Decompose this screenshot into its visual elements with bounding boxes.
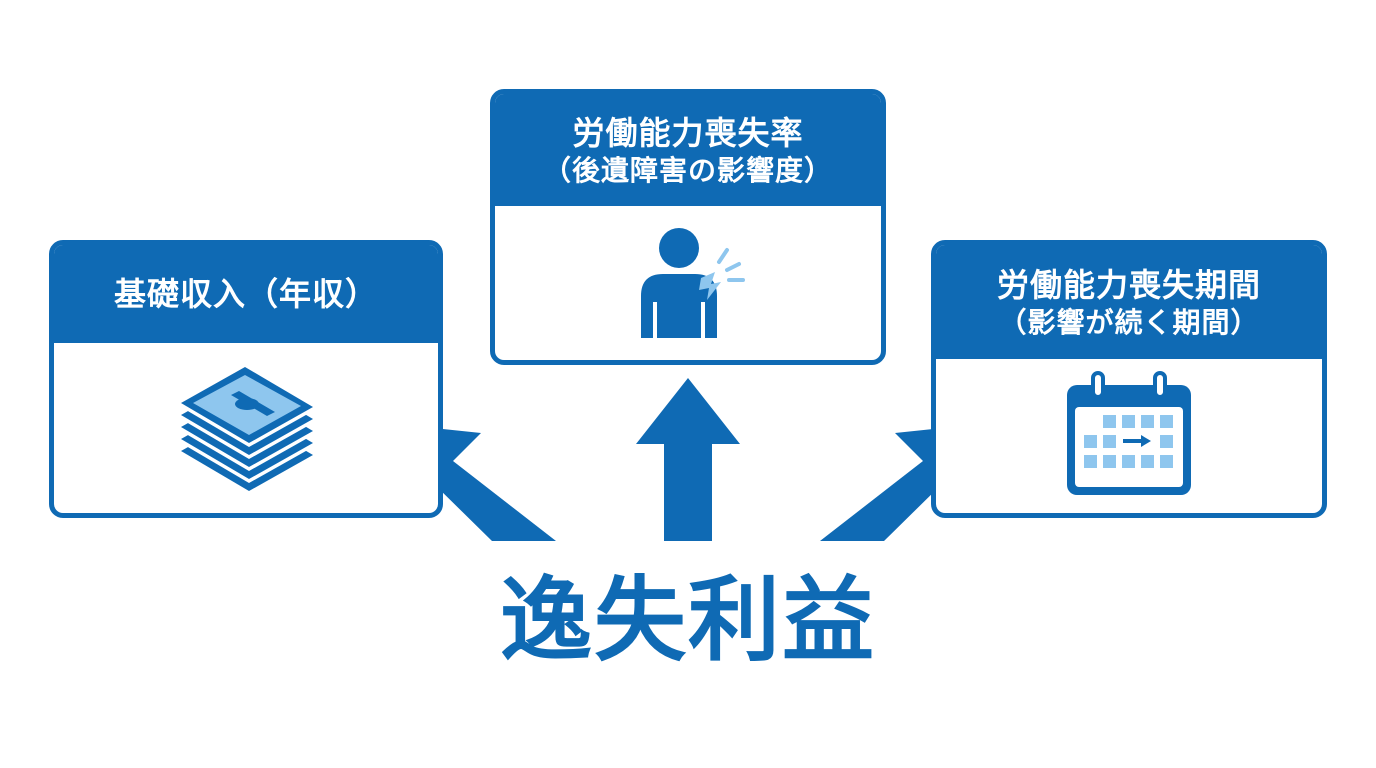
calendar-icon [1067,371,1191,495]
base-income-header: 基礎収入（年収） [54,245,438,343]
injured-person-icon [641,228,745,338]
lost-earnings-label: 逸失利益 [499,567,876,674]
loss-rate-title: 労働能力喪失率 [572,113,804,152]
base-income-card: 基礎収入（年収） [49,240,443,518]
loss-period-header: 労働能力喪失期間 （影響が続く期間） [936,245,1322,359]
loss-rate-body [495,206,881,360]
loss-rate-header: 労働能力喪失率 （後遺障害の影響度） [495,94,881,206]
loss-rate-card: 労働能力喪失率 （後遺障害の影響度） [490,89,886,365]
loss-period-title: 労働能力喪失期間 [996,265,1261,304]
loss-period-subtitle: （影響が続く期間） [998,305,1260,339]
loss-period-card: 労働能力喪失期間 （影響が続く期間） [931,240,1327,518]
arrow-to-center-card [636,378,740,541]
loss-period-body [936,359,1322,513]
base-income-title: 基礎収入（年収） [113,275,378,313]
money-stack-icon [181,367,313,491]
loss-rate-subtitle: （後遺障害の影響度） [542,153,833,187]
base-income-body [54,343,438,513]
